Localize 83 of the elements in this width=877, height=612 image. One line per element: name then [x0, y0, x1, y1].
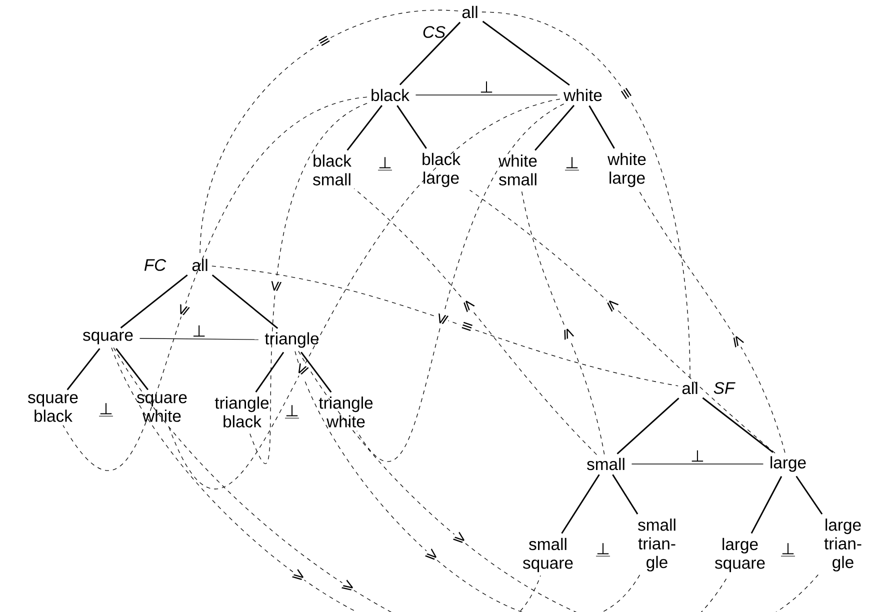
tree-line [116, 348, 148, 390]
dashed-connector [212, 266, 678, 386]
concept-label: large [770, 456, 806, 472]
tree-line [66, 348, 100, 390]
concept-label: all [192, 258, 208, 272]
orthogonal-sign: ⊥ [596, 543, 610, 556]
concept-label: triangle [264, 332, 319, 348]
concept-label: black [372, 88, 410, 102]
tree-line [750, 476, 782, 534]
concept-label: white large [608, 152, 646, 188]
concept-label: all [462, 6, 478, 18]
tree-line [534, 104, 575, 151]
dashed-connector [298, 350, 818, 612]
edge-label: ⊥ [480, 81, 492, 93]
tree-line [300, 352, 332, 393]
dashed-connector [113, 347, 728, 612]
edge-label: ⩽ [269, 278, 283, 294]
tree-line [796, 476, 823, 515]
edge-label: ⩾ [422, 546, 441, 564]
dashed-connector [168, 98, 560, 489]
tree-line [482, 20, 570, 86]
concept-label: white small [498, 154, 537, 186]
dashed-connector [356, 104, 564, 462]
concept-label: square black [28, 394, 78, 422]
hierarchy-name: CS [423, 26, 446, 38]
tree-line [612, 474, 638, 514]
concept-label: small [587, 458, 624, 470]
concept-label: large square [715, 538, 765, 572]
connector [139, 338, 259, 340]
edge-label: ⊥ [692, 450, 704, 462]
concept-label: triangle white [318, 396, 373, 428]
orthogonal-sign: ⊥ [780, 543, 796, 556]
dashed-connector [200, 10, 458, 256]
hierarchy-name: SF [714, 382, 736, 394]
dashed-connector [354, 188, 598, 456]
edge-label: ⩽ [560, 325, 576, 342]
concept-label: white [564, 88, 602, 102]
connector [415, 94, 558, 96]
dashed-connector [248, 103, 368, 464]
concept-label: black small [313, 154, 352, 186]
concept-label: all [682, 382, 698, 394]
tree-line [616, 398, 680, 454]
tree-line [120, 274, 188, 328]
orthogonal-sign: ⊥ [378, 157, 392, 170]
dashed-connector [521, 188, 605, 455]
concept-label: square [82, 332, 133, 344]
hierarchy-name: FC [144, 259, 166, 271]
edge-label: ⩽ [602, 296, 621, 314]
dashed-connector [62, 96, 368, 471]
edge-label: ≡ [316, 34, 333, 50]
concept-label: small square [523, 538, 573, 572]
concept-label: triangle black [214, 396, 269, 428]
edge-label: ⩽ [176, 302, 192, 319]
concept-label: black large [422, 152, 460, 188]
concept-label: square white [136, 394, 187, 422]
edge-label: ⩾ [339, 578, 358, 596]
edge-label: ⩽ [458, 296, 477, 315]
edge-label: ⩽ [434, 310, 450, 328]
tree-line [399, 22, 461, 86]
concept-label: large trian- gle [824, 518, 862, 572]
edge-label: ≡ [618, 85, 634, 102]
tree-line [561, 474, 600, 534]
concept-label: small trian- gle [638, 518, 676, 572]
tree-line [346, 105, 382, 151]
orthogonal-sign: ⊥ [284, 405, 300, 418]
tree-line [588, 105, 615, 149]
dashed-connector [111, 347, 541, 612]
orthogonal-sign: ⊥ [98, 403, 114, 416]
edge-label: ⩽ [728, 332, 746, 350]
edge-label: ⊥ [193, 325, 205, 337]
tree-line [702, 397, 774, 453]
tree-line [255, 352, 284, 393]
orthogonal-sign: ⊥ [564, 157, 580, 170]
edge-label: ≡ [458, 320, 476, 334]
edge-label: ⩾ [450, 530, 469, 548]
dashed-connector [469, 190, 776, 454]
edge-label: ⩾ [290, 566, 308, 585]
dashed-connector [294, 351, 640, 612]
tree-line [212, 274, 278, 329]
tree-line [396, 105, 427, 149]
edge-label: ⩽ [294, 360, 311, 378]
dashed-connector [638, 190, 786, 454]
dashed-connector [482, 12, 690, 379]
